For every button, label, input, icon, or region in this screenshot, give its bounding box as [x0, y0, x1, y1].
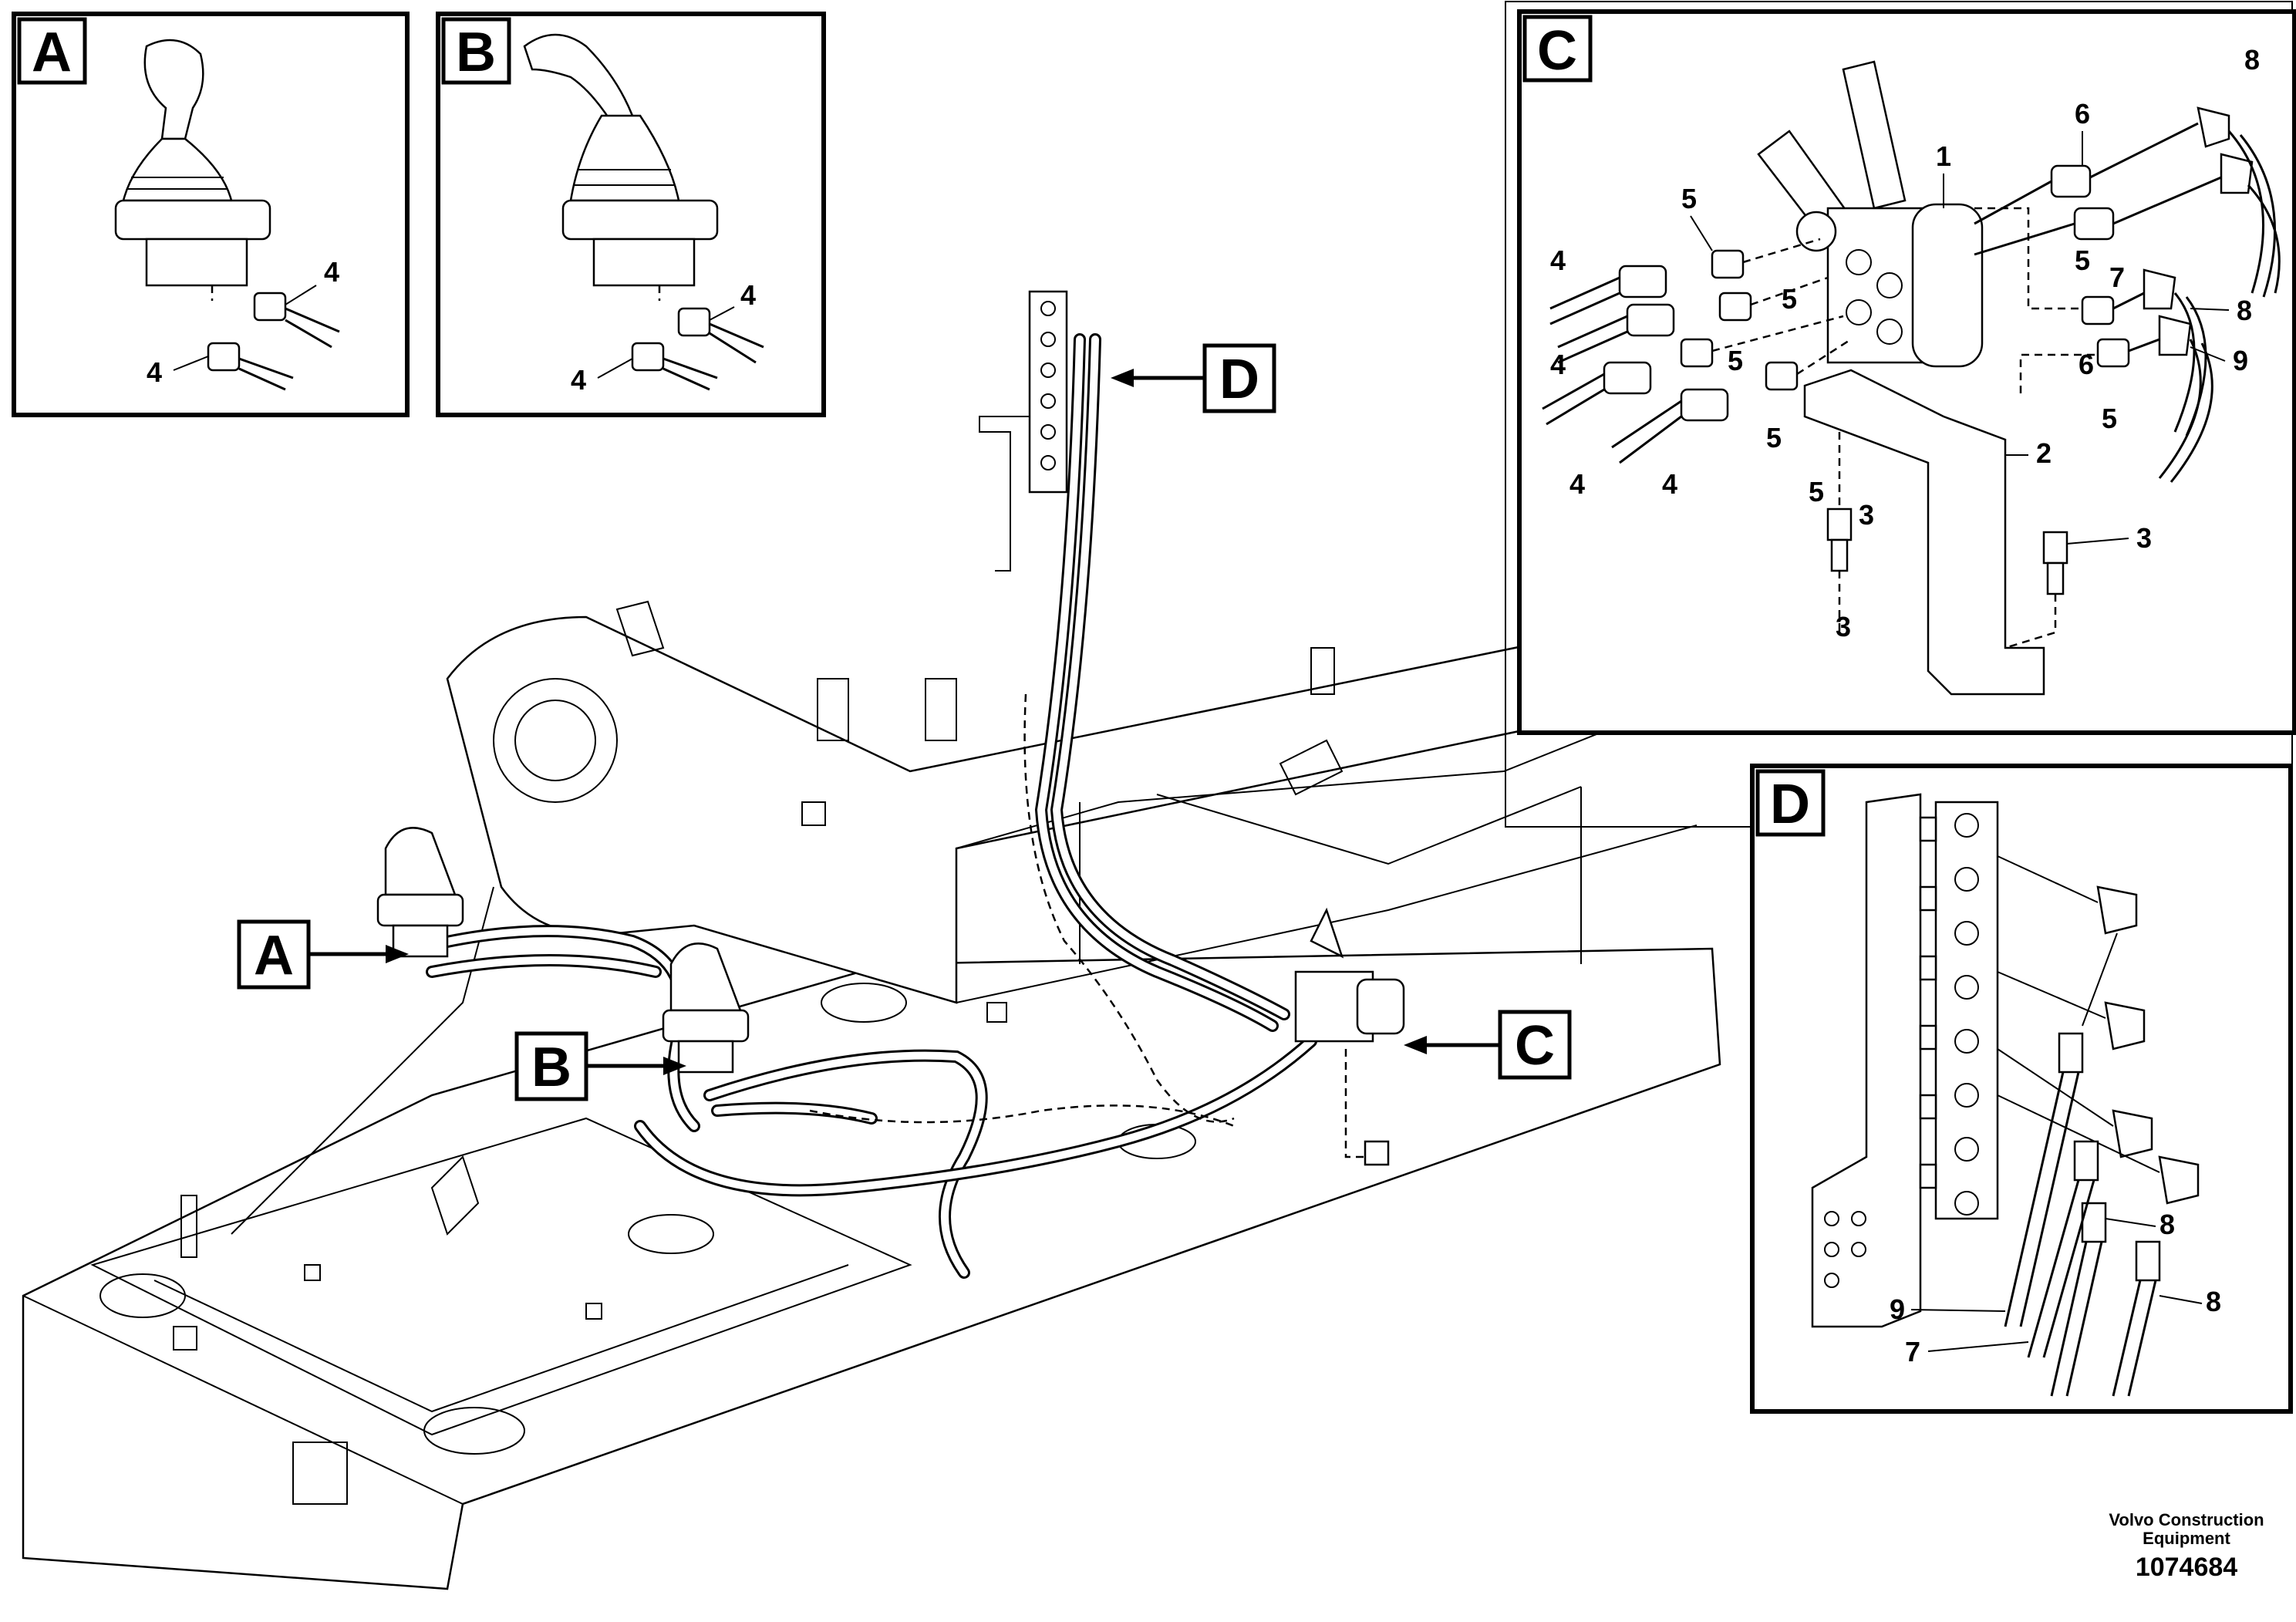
panel-C-callout: 4: [1662, 468, 1677, 500]
panel-D-callout: 9: [1890, 1293, 1905, 1325]
panel-C-callout: 5: [1681, 183, 1697, 214]
panel-C-callout: 7: [2109, 261, 2125, 293]
tag-C-letter: C: [1515, 1015, 1555, 1077]
tag-B: B: [514, 1031, 686, 1101]
panel-C-callout: 5: [1766, 422, 1782, 454]
panel-C-letter: C: [1537, 20, 1577, 82]
credit-line-1: Volvo Construction: [2109, 1510, 2264, 1529]
panel-B-callout: 4: [740, 279, 756, 311]
panel-A-letter: A: [32, 22, 72, 83]
panel-D-letter: D: [1770, 774, 1810, 835]
panel-C-callout: 3: [1836, 611, 1851, 642]
main-right-joystick: [662, 943, 750, 1074]
panel-A-callout: 4: [324, 256, 339, 288]
tag-D: D: [1111, 343, 1276, 413]
panel-C-callout: 6: [2075, 98, 2090, 130]
panel-C-callout: 4: [1550, 349, 1566, 380]
panel-B-letter: B: [456, 22, 496, 83]
credit-line-2: Equipment: [2143, 1529, 2230, 1548]
tag-A-letter: A: [254, 925, 294, 986]
panel-C-callout: 3: [1859, 499, 1874, 531]
panel-C: C: [1505, 1, 2296, 828]
panel-C-callout: 4: [1550, 244, 1566, 276]
main-distribution-block: [979, 290, 1068, 572]
panel-C-callout: 5: [1782, 283, 1797, 315]
panel-A: A 4 4: [12, 12, 410, 417]
panel-C-callout: 4: [1569, 468, 1585, 500]
main-left-joystick: [376, 827, 464, 958]
panel-C-callout: 1: [1936, 140, 1951, 172]
panel-C-callout: 8: [2237, 295, 2252, 326]
panel-B: B 4 4: [436, 12, 826, 417]
panel-B-callout: 4: [571, 364, 586, 396]
panel-C-callout: 5: [1809, 476, 1824, 508]
main-hose-routing: [410, 333, 1317, 1279]
panel-C-callout: 6: [2079, 349, 2094, 380]
panel-C-callout: 5: [2102, 403, 2117, 434]
panel-C-callout: 8: [2244, 44, 2260, 76]
tag-C: C: [1404, 1010, 1572, 1080]
footer-credit: Volvo Construction Equipment 1074684: [2109, 1510, 2264, 1582]
panel-A-callout: 4: [147, 356, 162, 388]
panel-C-callout: 9: [2233, 345, 2248, 376]
panel-D-callout: 8: [2206, 1286, 2221, 1317]
document-number: 1074684: [2136, 1553, 2237, 1582]
panel-C-callout: 2: [2036, 437, 2052, 469]
panel-D: D: [1750, 764, 2293, 1414]
panel-C-callout: 5: [2075, 244, 2090, 276]
panel-C-callout: 3: [2136, 522, 2152, 554]
main-valve-block: [1294, 907, 1405, 1166]
tag-D-letter: D: [1219, 349, 1259, 410]
tag-A: A: [237, 919, 409, 990]
panel-D-callout: 7: [1905, 1336, 1920, 1367]
tag-B-letter: B: [531, 1037, 571, 1098]
panel-C-callout: 5: [1728, 345, 1743, 376]
panel-D-callout: 8: [2159, 1209, 2175, 1240]
